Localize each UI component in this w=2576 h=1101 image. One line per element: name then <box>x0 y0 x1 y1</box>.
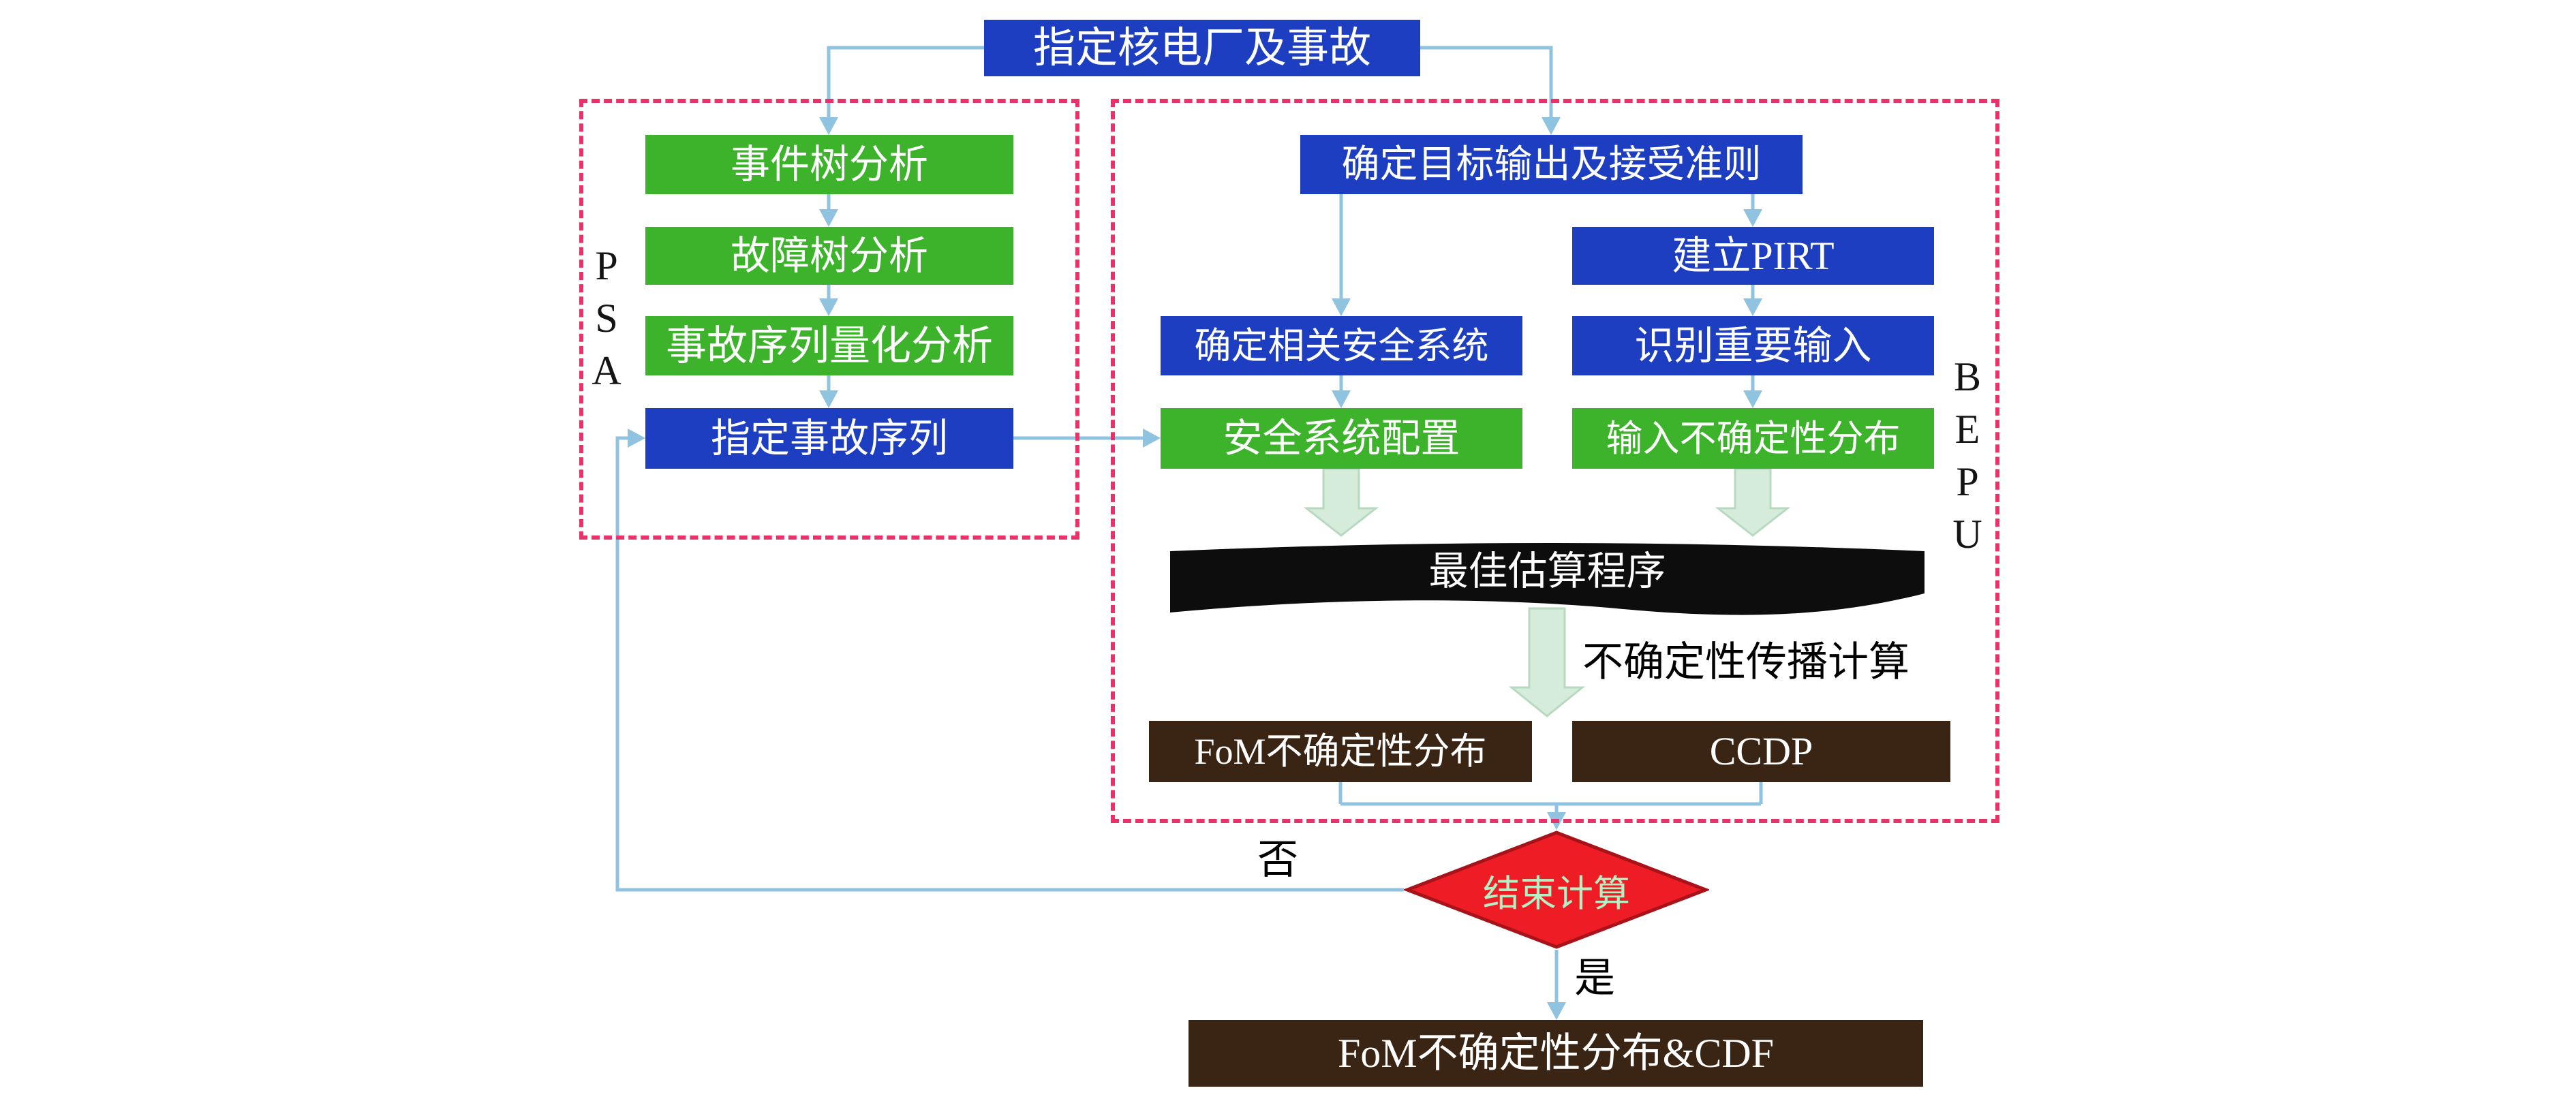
node-event-tree: 事件树分析 <box>645 135 1013 194</box>
psa-group-label: P S A <box>583 240 630 397</box>
decision-label: 结束计算 <box>1483 873 1630 914</box>
wire-start-to-target-output <box>1420 46 1553 121</box>
decision-end-calculation: 结束计算 <box>1404 830 1709 950</box>
arrowhead <box>1743 209 1762 227</box>
psa-letter: S <box>595 296 618 341</box>
arrowhead <box>628 429 645 448</box>
node-input-uncertainty: 输入不确定性分布 <box>1572 408 1934 469</box>
thick-arrow-config-to-code <box>1303 467 1379 537</box>
node-best-estimate-label: 最佳估算程序 <box>1428 548 1666 593</box>
arrowhead <box>1332 390 1351 408</box>
bepu-letter: U <box>1952 512 1982 557</box>
bepu-letter: P <box>1956 459 1979 504</box>
node-system-config: 安全系统配置 <box>1161 408 1522 469</box>
propagation-label: 不确定性传播计算 <box>1582 640 1910 685</box>
node-specify-sequence: 指定事故序列 <box>645 408 1013 469</box>
arrowhead <box>1332 298 1351 316</box>
arrowhead <box>1143 429 1161 448</box>
thick-arrow-inputdist-to-code <box>1715 467 1791 537</box>
bepu-group-border <box>1111 99 1999 823</box>
arrowhead <box>819 390 838 408</box>
psa-group-border <box>579 99 1079 540</box>
bepu-letter: B <box>1953 354 1982 399</box>
node-target-output: 确定目标输出及接受准则 <box>1300 135 1803 194</box>
node-ccdp: CCDP <box>1572 721 1950 782</box>
arrowhead <box>1743 390 1762 408</box>
node-safety-systems: 确定相关安全系统 <box>1161 316 1522 375</box>
node-identify-inputs: 识别重要输入 <box>1572 316 1934 375</box>
psa-letter: A <box>592 348 622 393</box>
node-fault-tree: 故障树分析 <box>645 227 1013 285</box>
wire-loop-back <box>615 436 1404 892</box>
ribbon-shape <box>1170 543 1925 615</box>
arrowhead <box>1743 298 1762 316</box>
arrowhead <box>819 117 838 135</box>
arrowhead <box>1542 117 1561 135</box>
diamond-shape <box>1404 831 1709 949</box>
wire-start-to-event-tree <box>827 46 984 121</box>
thick-arrow-code-to-results <box>1508 607 1586 717</box>
arrowhead <box>1547 1002 1566 1020</box>
bepu-letter: E <box>1954 407 1980 452</box>
node-build-pirt: 建立PIRT <box>1572 227 1934 285</box>
arrowhead <box>819 209 838 227</box>
node-fom-distribution: FoM不确定性分布 <box>1149 721 1532 782</box>
branch-yes-label: 是 <box>1574 956 1615 1001</box>
wire-results-to-diamond <box>1338 782 1763 816</box>
node-start: 指定核电厂及事故 <box>984 20 1420 76</box>
node-final-output: FoM不确定性分布&CDF <box>1189 1020 1923 1087</box>
node-best-estimate: 最佳估算程序 <box>1161 535 1934 620</box>
bepu-group-label: B E P U <box>1944 351 1991 561</box>
psa-letter: P <box>595 243 618 288</box>
branch-no-label: 否 <box>1257 837 1298 882</box>
arrowhead <box>819 298 838 316</box>
node-sequence-quantification: 事故序列量化分析 <box>645 316 1013 375</box>
